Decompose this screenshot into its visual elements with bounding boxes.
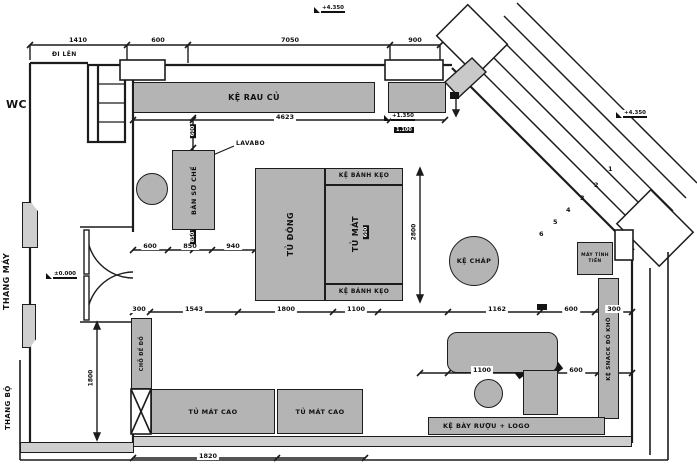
dim-counter-1: 1100 xyxy=(470,366,494,374)
level-marker-inner: +1.350 xyxy=(384,113,416,121)
step-number-5: 5 xyxy=(553,218,558,226)
freezer-cabinet: TỦ ĐÔNG xyxy=(255,168,325,301)
pillar-circle xyxy=(136,173,168,205)
corridor-wall xyxy=(20,442,134,453)
level-flag-icon xyxy=(616,112,622,118)
dim-row3-1: 300 xyxy=(130,305,148,313)
level-right-value: +4.350 xyxy=(623,110,648,118)
step-number-6: 6 xyxy=(539,230,544,238)
freezer-cabinet-label: TỦ ĐÔNG xyxy=(285,212,295,257)
round-display-shelf-label: KỆ CHÁP xyxy=(456,257,492,265)
shelf-vegetables-label: KỆ RAU CỦ xyxy=(228,93,280,102)
stool-circle xyxy=(474,379,503,408)
step-number-4: 4 xyxy=(566,206,571,214)
dim-left-v1: 600 xyxy=(190,123,196,139)
shelf-vegetables: KỆ RAU CỦ xyxy=(133,82,375,113)
dim-freezer-v: 2800 xyxy=(410,222,418,242)
step-number-2: 2 xyxy=(594,181,599,189)
level-marker-right: +4.350 xyxy=(616,110,648,118)
dim-mid-2: 850 xyxy=(181,242,199,250)
stairwell-label: THANG BỘ xyxy=(4,385,12,430)
candy-shelf-bottom: KỆ BÁNH KẸO xyxy=(325,284,403,301)
wine-display-shelf: KỆ BÀY RƯỢU + LOGO xyxy=(428,417,605,435)
tall-cooler-2: TỦ MÁT CAO xyxy=(277,389,363,434)
cooler-cabinet-label: TỦ MÁT xyxy=(350,216,360,253)
dim-row3-2: 1543 xyxy=(182,305,206,313)
cashier-counter xyxy=(447,332,558,373)
dim-top-1: 1410 xyxy=(66,36,90,44)
dim-top-3: 7050 xyxy=(278,36,302,44)
tall-cooler-1: TỦ MÁT CAO xyxy=(151,389,275,434)
cash-register-desk-label: MÁY TÍNH TIỀN xyxy=(581,253,609,264)
prep-table-label: BÀN SƠ CHẾ xyxy=(189,165,198,215)
dim-cooler-v: 600 xyxy=(363,224,369,240)
lavabo-label: LAVABO xyxy=(236,140,266,147)
shelf-vegetables-ext xyxy=(388,82,446,113)
x-column xyxy=(130,388,152,435)
dim-mid-1: 600 xyxy=(141,242,159,250)
level-marker-entrance: ±0.000 xyxy=(46,271,78,279)
dim-counter-2: 600 xyxy=(567,366,585,374)
dim-aisle-v: 1800 xyxy=(87,368,95,388)
wc-label: WC xyxy=(6,98,28,111)
tall-cooler-2-label: TỦ MÁT CAO xyxy=(295,407,345,416)
level-inner2-tag: 1.100 xyxy=(394,127,414,133)
tall-cooler-1-label: TỦ MÁT CAO xyxy=(188,407,238,416)
dim-bottom: 1820 xyxy=(196,452,220,460)
step-number-1: 1 xyxy=(608,165,613,173)
dim-top-4: 900 xyxy=(406,36,424,44)
dim-row3-6: 600 xyxy=(562,305,580,313)
storage-strip: CHỖ ĐỂ ĐỒ xyxy=(131,318,152,389)
prep-table: BÀN SƠ CHẾ xyxy=(172,150,215,230)
dim-row3-7: 300 xyxy=(605,305,623,313)
elevator-label: THANG MÁY xyxy=(2,252,11,310)
cash-register-desk: MÁY TÍNH TIỀN xyxy=(577,242,613,275)
small-annotation-marks xyxy=(450,92,547,310)
level-inner-value: +1.350 xyxy=(391,113,416,121)
dim-row3-4: 1100 xyxy=(344,305,368,313)
round-display-shelf: KỆ CHÁP xyxy=(449,236,499,286)
dim-row3-5: 1162 xyxy=(485,305,509,313)
escalator-band xyxy=(435,2,697,268)
elevator-wall-bottom xyxy=(22,304,36,348)
snack-shelf: KỆ SNACK ĐỒ KHÔ xyxy=(598,278,619,419)
candy-shelf-top-label: KỆ BÁNH KẸO xyxy=(338,172,390,180)
level-top-value: +4.350 xyxy=(321,5,346,13)
candy-shelf-top: KỆ BÁNH KẸO xyxy=(325,168,403,185)
elevator-wall-top xyxy=(22,202,38,248)
dimension-lines xyxy=(26,41,636,462)
snack-shelf-label: KỆ SNACK ĐỒ KHÔ xyxy=(605,316,612,381)
level-flag-icon xyxy=(314,7,320,13)
dim-row3-3: 1800 xyxy=(274,305,298,313)
dim-left-v2: 850 xyxy=(190,229,196,245)
storage-strip-label: CHỖ ĐỂ ĐỒ xyxy=(138,335,145,372)
step-number-3: 3 xyxy=(580,194,585,202)
bottom-outer-wall xyxy=(133,436,632,447)
lavabo-leader xyxy=(212,145,235,156)
cashier-counter-ext xyxy=(523,370,558,415)
level-entrance-value: ±0.000 xyxy=(53,271,78,279)
level-marker-top: +4.350 xyxy=(314,5,346,13)
dim-mid-3: 940 xyxy=(224,242,242,250)
dim-row2: 4623 xyxy=(273,113,297,121)
wine-display-shelf-label: KỆ BÀY RƯỢU + LOGO xyxy=(443,422,530,430)
level-flag-icon xyxy=(384,115,390,121)
dim-top-2: 600 xyxy=(149,36,167,44)
level-flag-icon xyxy=(46,273,52,279)
candy-shelf-bottom-label: KỆ BÁNH KẸO xyxy=(338,288,390,296)
stairs-up-label: ĐI LÊN xyxy=(52,51,77,58)
columns xyxy=(119,59,634,261)
entrance-doors xyxy=(83,229,134,321)
